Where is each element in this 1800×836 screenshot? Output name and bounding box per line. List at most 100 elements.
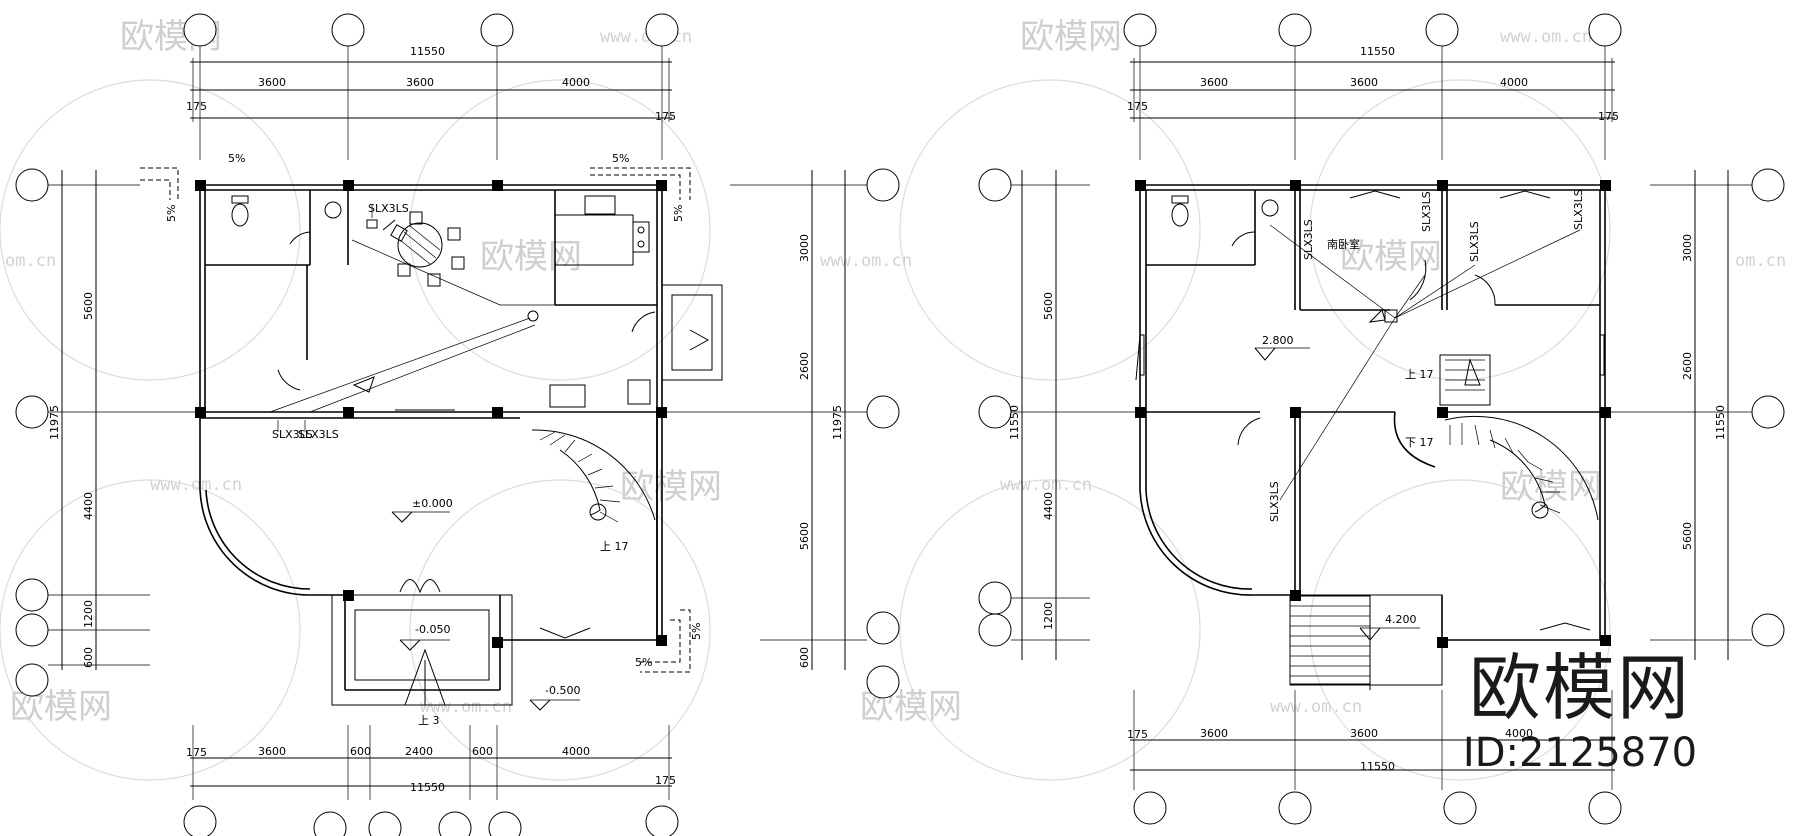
dim-offset-left: 175 (186, 746, 207, 759)
watermark-url: www.om.cn (820, 251, 912, 271)
fixtures (1135, 190, 1605, 631)
switch-label: SLX3LS (1420, 191, 1433, 232)
dim-offset-right: 175 (655, 774, 676, 787)
right-floor-plan: 11550 3600 3600 4000 175 175 11550 5600 … (978, 13, 1785, 825)
watermark-url-fragment: om.cn (5, 251, 56, 271)
dim-right-overall: 11550 (1714, 405, 1727, 440)
dim-bottom-bay-1: 3600 (258, 745, 286, 758)
dim-bay-2: 3600 (406, 76, 434, 89)
dim-bottom-bay-2: 3600 (1350, 727, 1378, 740)
stair-up-label: 上 17 (1405, 368, 1434, 381)
switch-label: SLX3LS (368, 202, 409, 215)
switch-label: SLX3LS (272, 428, 313, 441)
dim-left-seg-3: 1200 (82, 600, 95, 628)
watermark-url: www.om.cn (420, 697, 512, 717)
dim-right-seg-2: 2600 (1681, 352, 1694, 380)
left-floor-plan: 11550 3600 3600 4000 175 175 11975 5600 … (15, 13, 900, 836)
dim-right-seg-1: 3000 (1681, 234, 1694, 262)
watermark-url: www.om.cn (1500, 27, 1592, 47)
slope-label: 5% (635, 656, 652, 669)
right-axis-bubbles: 3000 2600 5600 11550 (1605, 168, 1785, 660)
walls (199, 184, 723, 706)
elevation-upper: 2.800 (1262, 334, 1294, 347)
slope-label: 5% (165, 205, 178, 222)
top-dimension-lines: 11550 3600 3600 4000 175 175 (1127, 45, 1619, 123)
watermark-site-name: 欧模网 (1340, 237, 1442, 277)
left-axis-bubbles: 11550 5600 4400 1200 (978, 168, 1140, 660)
stair-down-label: 下 17 (1405, 436, 1434, 449)
elevation-outside: -0.500 (545, 684, 580, 697)
dim-offset-right: 175 (1598, 110, 1619, 123)
dim-left-seg-1: 5600 (1042, 292, 1055, 320)
watermark-url-fragment: om.cn (1735, 251, 1786, 271)
electrical-runs: SLX3LS SLX3LS SLX3LS (269, 202, 555, 441)
brand-watermark: 欧模网 ID:2125870 (1430, 648, 1730, 778)
right-axis-bubbles: 3000 2600 5600 600 11975 (660, 168, 900, 699)
dim-offset-left: 175 (1127, 728, 1148, 741)
elevation-labels: 2.800 4.200 上 17 下 17 (1254, 334, 1434, 641)
dim-right-seg-3: 5600 (1681, 522, 1694, 550)
dim-bottom-bay-4: 600 (472, 745, 493, 758)
switch-label: SLX3LS (1302, 219, 1315, 260)
dim-right-seg-3: 5600 (798, 522, 811, 550)
elevation-labels: ±0.000 -0.050 -0.500 上 17 上 3 (391, 497, 629, 727)
dim-right-seg-1: 3000 (798, 234, 811, 262)
dim-bay-2: 3600 (1350, 76, 1378, 89)
dim-offset-left: 175 (1127, 100, 1148, 113)
elevation-porch: -0.050 (415, 623, 450, 636)
spiral-stair (1439, 354, 1599, 521)
top-axis-bubbles (1123, 13, 1622, 160)
dim-offset-right: 175 (655, 110, 676, 123)
entrance-steps-label: 上 3 (418, 714, 440, 727)
dim-total-width: 11550 (410, 45, 445, 58)
columns (195, 180, 667, 648)
dim-bay-1: 3600 (258, 76, 286, 89)
brand-name: 欧模网 (1468, 646, 1691, 730)
switch-label: SLX3LS (1468, 221, 1481, 262)
watermark-site-name: 欧模网 (480, 237, 582, 277)
stair-up-label: 上 17 (600, 540, 629, 553)
watermark-url: www.om.cn (1270, 697, 1362, 717)
dim-right-overall: 11975 (831, 405, 844, 440)
dim-bay-3: 4000 (1500, 76, 1528, 89)
bottom-dimension-lines: 175 3600 600 2400 600 4000 11550 175 (183, 725, 679, 836)
terrace-stairs (1289, 595, 1371, 690)
slope-label: 5% (612, 152, 629, 165)
watermark-site-name: 欧模网 (1500, 467, 1602, 507)
watermark-url: www.om.cn (1000, 475, 1092, 495)
elevation-terrace: 4.200 (1385, 613, 1417, 626)
dim-bottom-total: 11550 (1360, 760, 1395, 773)
slope-markers: 5% 5% 5% 5% 5% 5% (140, 152, 703, 673)
slope-label: 5% (672, 205, 685, 222)
dim-total-width: 11550 (1360, 45, 1395, 58)
dim-left-seg-3: 1200 (1042, 602, 1055, 630)
fixtures (231, 195, 651, 411)
dim-bottom-bay-5: 4000 (562, 745, 590, 758)
dim-left-seg-2: 4400 (82, 492, 95, 520)
left-axis-bubbles: 11975 5600 4400 1200 600 (15, 168, 200, 697)
electrical-runs: SLX3LS SLX3LS SLX3LS SLX3LS SLX3LS 南卧室 (1268, 189, 1585, 522)
dim-bottom-bay-3: 2400 (405, 745, 433, 758)
dim-bay-1: 3600 (1200, 76, 1228, 89)
elevation-floor: ±0.000 (412, 497, 453, 510)
switch-label: SLX3LS (1268, 481, 1281, 522)
spiral-stair (531, 429, 656, 523)
slope-label: 5% (690, 623, 703, 640)
dim-left-overall: 11975 (48, 405, 61, 440)
watermark-site-name: 欧模网 (620, 467, 722, 507)
slope-label: 5% (228, 152, 245, 165)
dim-left-overall: 11550 (1008, 405, 1021, 440)
dim-right-seg-4: 600 (798, 647, 811, 668)
dim-bottom-bay-2: 600 (350, 745, 371, 758)
dim-bottom-bay-3: 4000 (1505, 727, 1533, 740)
dim-bottom-total: 11550 (410, 781, 445, 794)
doors (277, 219, 710, 639)
dim-left-seg-2: 4400 (1042, 492, 1055, 520)
bottom-dimension-lines: 175 3600 3600 4000 11550 (1127, 690, 1622, 825)
top-axis-bubbles (183, 13, 679, 160)
switch-label: SLX3LS (298, 428, 339, 441)
switch-label: SLX3LS (1572, 189, 1585, 230)
watermark-url: www.om.cn (150, 475, 242, 495)
dim-left-seg-4: 600 (82, 647, 95, 668)
